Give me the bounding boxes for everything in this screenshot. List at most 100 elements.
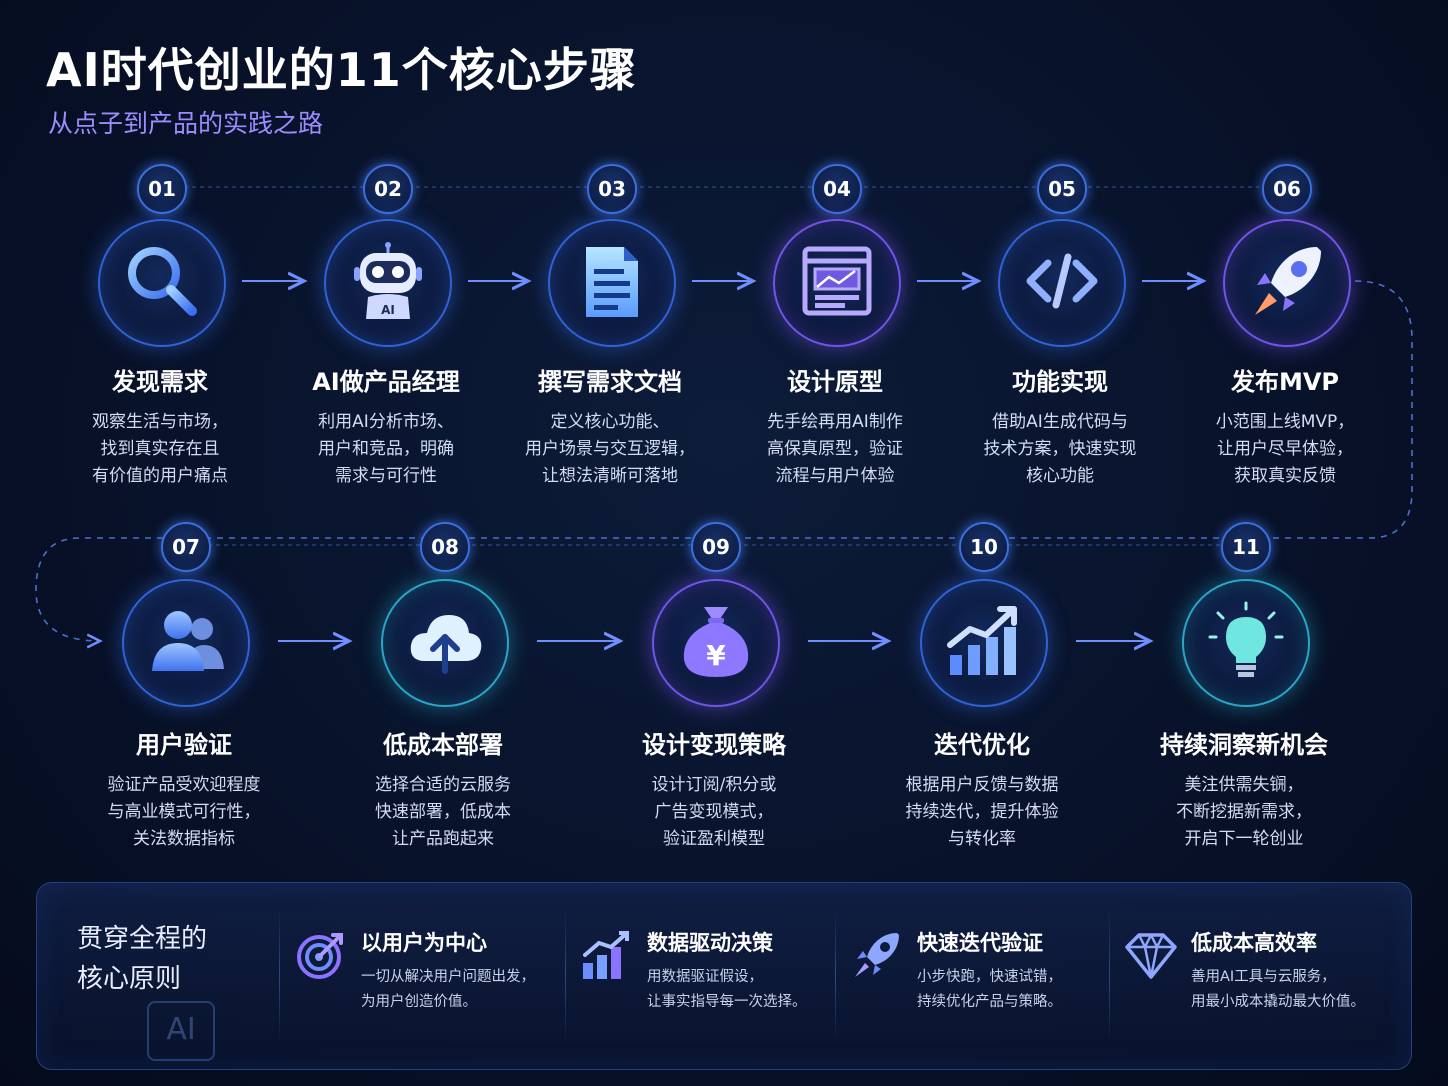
step-icon-ring bbox=[1223, 219, 1351, 347]
svg-text:¥: ¥ bbox=[706, 639, 726, 672]
panel-divider bbox=[279, 907, 280, 1043]
panel-divider bbox=[835, 907, 836, 1043]
step-icon-ring bbox=[381, 579, 509, 707]
step-text-block: 功能实现借助AI生成代码与技术方案，快速实现核心功能 bbox=[950, 362, 1170, 490]
step-description-line: 让用户尽早体验， bbox=[1217, 439, 1353, 459]
step-description-line: 关法数据指标 bbox=[133, 829, 235, 849]
rocket-icon bbox=[855, 933, 899, 977]
search-icon bbox=[120, 239, 204, 327]
step-description-line: 流程与用户体验 bbox=[775, 466, 895, 486]
step-text-block: 设计变现策略设计订阅/积分或广告变现模式，验证盈利模型 bbox=[604, 725, 824, 853]
page-title: AI时代创业的11个核心步骤 bbox=[46, 43, 637, 97]
step-description-line: 快速部署，低成本 bbox=[375, 802, 511, 822]
ai-chip-watermark-icon: AI bbox=[147, 1001, 215, 1061]
step-number-badge: 08 bbox=[420, 522, 470, 572]
step-number-badge: 11 bbox=[1221, 522, 1271, 572]
step-text-block: 迭代优化根据用户反馈与数据持续迭代，提升体验与转化率 bbox=[872, 725, 1092, 853]
step-description-line: 定义核心功能、 bbox=[550, 412, 670, 432]
core-principles-panel: 贯穿全程的 核心原则 AI 以用户为中心 一切从解决用户问题出发， 为用户创造价… bbox=[36, 882, 1412, 1070]
panel-divider bbox=[565, 907, 566, 1043]
step-description-line: 验证产品受欢迎程度 bbox=[107, 775, 261, 795]
step-text-block: AI做产品经理利用AI分析市场、用户和竞品，明确需求与可行性 bbox=[276, 362, 496, 490]
step-number-badge: 03 bbox=[587, 164, 637, 214]
step-number-badge: 04 bbox=[812, 164, 862, 214]
principle-desc: 小步快跑，快速试错， 持续优化产品与策略。 bbox=[917, 965, 1062, 1015]
step-description-line: 找到真实存在且 bbox=[100, 439, 220, 459]
principles-heading-line: 贯穿全程的 bbox=[77, 924, 208, 954]
step-icon-ring bbox=[773, 219, 901, 347]
step-description-line: 让想法清晰可落地 bbox=[542, 466, 678, 486]
step-description-line: 借助AI生成代码与 bbox=[992, 412, 1128, 432]
step-text-block: 撰写需求文档定义核心功能、用户场景与交互逻辑， 让想法清晰可落地 bbox=[500, 362, 720, 490]
principle-desc-line: 让事实指导每一次选择。 bbox=[647, 994, 807, 1010]
principle-desc: 善用AI工具与云服务， 用最小成本撬动最大价值。 bbox=[1191, 965, 1365, 1015]
step-text-block: 低成本部署选择合适的云服务快速部署，低成本让产品跑起来 bbox=[333, 725, 553, 853]
step-description: 定义核心功能、用户场景与交互逻辑， 让想法清晰可落地 bbox=[500, 409, 720, 490]
step-description-line: 广告变现模式， bbox=[654, 802, 774, 822]
principle-desc-line: 小步快跑，快速试错， bbox=[917, 969, 1062, 985]
step-description: 根据用户反馈与数据持续迭代，提升体验与转化率 bbox=[872, 772, 1092, 853]
money-bag-icon: ¥ bbox=[674, 599, 758, 687]
step-description: 小范围上线MVP，让用户尽早体验，获取真实反馈 bbox=[1175, 409, 1395, 490]
step-description-line: 验证盈利模型 bbox=[663, 829, 765, 849]
code-icon bbox=[1020, 239, 1104, 327]
rocket-icon bbox=[1245, 239, 1329, 327]
document-icon bbox=[570, 239, 654, 327]
step-title: AI做产品经理 bbox=[312, 368, 460, 396]
step-description: 利用AI分析市场、用户和竞品，明确需求与可行性 bbox=[276, 409, 496, 490]
step-description-line: 持续迭代，提升体验 bbox=[905, 802, 1059, 822]
step-text-block: 发现需求观察生活与市场， 找到真实存在且有价值的用户痛点 bbox=[50, 362, 270, 490]
step-icon-ring bbox=[548, 219, 676, 347]
principle-desc-line: 用最小成本撬动最大价值。 bbox=[1191, 994, 1365, 1010]
principle-title: 快速迭代验证 bbox=[917, 931, 1043, 955]
diamond-icon bbox=[1125, 933, 1177, 979]
step-description-line: 需求与可行性 bbox=[335, 466, 437, 486]
step-number-badge: 02 bbox=[363, 164, 413, 214]
principle-title: 数据驱动决策 bbox=[647, 931, 773, 955]
principles-heading: 贯穿全程的 核心原则 bbox=[77, 919, 207, 999]
step-description: 美注供需失锎，不断挖据新需求，开启下一轮创业 bbox=[1134, 772, 1354, 853]
step-title: 迭代优化 bbox=[934, 731, 1030, 759]
step-number-badge: 01 bbox=[137, 164, 187, 214]
growth-chart-icon bbox=[942, 599, 1026, 687]
step-title: 持续洞察新机会 bbox=[1160, 731, 1328, 759]
principle-desc-line: 用数据驱证假设， bbox=[647, 969, 763, 985]
step-description: 借助AI生成代码与技术方案，快速实现核心功能 bbox=[950, 409, 1170, 490]
step-description: 观察生活与市场， 找到真实存在且有价值的用户痛点 bbox=[50, 409, 270, 490]
step-icon-ring bbox=[98, 219, 226, 347]
step-description: 验证产品受欢迎程度与高业模式可行性， 关法数据指标 bbox=[74, 772, 294, 853]
step-description-line: 有价值的用户痛点 bbox=[92, 466, 228, 486]
step-description-line: 与高业模式可行性， bbox=[107, 802, 261, 822]
wrap-around-connector bbox=[35, 280, 1413, 641]
cloud-upload-icon bbox=[403, 599, 487, 687]
step-icon-ring bbox=[998, 219, 1126, 347]
step-title: 用户验证 bbox=[136, 731, 232, 759]
step-description: 先手绘再用AI制作高保真原型，验证流程与用户体验 bbox=[725, 409, 945, 490]
step-title: 低成本部署 bbox=[383, 731, 503, 759]
step-description-line: 观察生活与市场， bbox=[92, 412, 228, 432]
step-description-line: 用户场景与交互逻辑， bbox=[525, 439, 695, 459]
step-description-line: 小范围上线MVP， bbox=[1215, 412, 1355, 432]
step-title: 撰写需求文档 bbox=[538, 368, 682, 396]
users-icon bbox=[144, 599, 228, 687]
step-description-line: 开启下一轮创业 bbox=[1184, 829, 1304, 849]
step-number-badge: 09 bbox=[691, 522, 741, 572]
robot-icon: AI bbox=[346, 239, 430, 327]
step-description-line: 让产品跑起来 bbox=[392, 829, 494, 849]
step-title: 功能实现 bbox=[1012, 368, 1108, 396]
step-description-line: 用户和竞品，明确 bbox=[318, 439, 454, 459]
step-description-line: 利用AI分析市场、 bbox=[318, 412, 454, 432]
step-text-block: 持续洞察新机会美注供需失锎，不断挖据新需求，开启下一轮创业 bbox=[1134, 725, 1354, 853]
principle-desc: 一切从解决用户问题出发， 为用户创造价值。 bbox=[361, 965, 535, 1015]
step-icon-ring bbox=[920, 579, 1048, 707]
step-number-badge: 06 bbox=[1262, 164, 1312, 214]
step-title: 发布MVP bbox=[1230, 368, 1340, 396]
step-title: 发现需求 bbox=[112, 368, 208, 396]
principle-desc-line: 为用户创造价值。 bbox=[361, 994, 477, 1010]
svg-text:AI: AI bbox=[381, 303, 395, 317]
panel-divider bbox=[1109, 907, 1110, 1043]
step-icon-ring: AI bbox=[324, 219, 452, 347]
step-icon-ring bbox=[122, 579, 250, 707]
step-text-block: 用户验证验证产品受欢迎程度与高业模式可行性， 关法数据指标 bbox=[74, 725, 294, 853]
